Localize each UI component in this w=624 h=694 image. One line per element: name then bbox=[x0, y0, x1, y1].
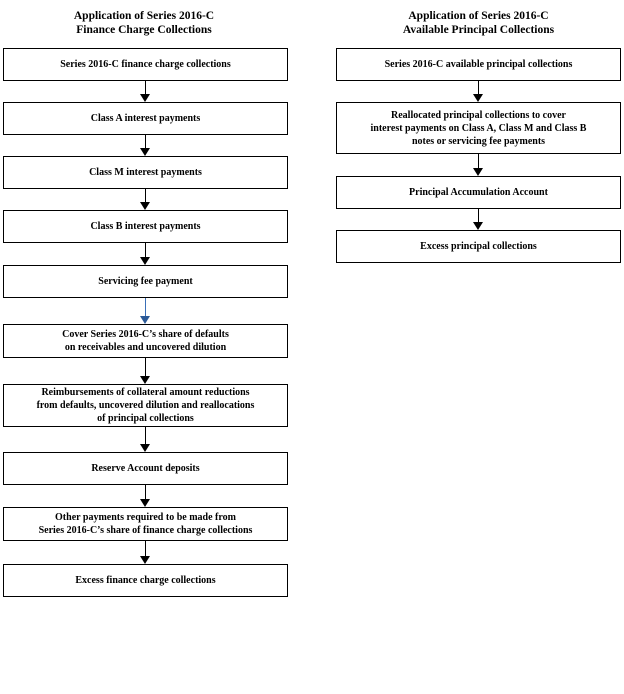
box-principal-accumulation-account: Principal Accumulation Account bbox=[336, 176, 621, 209]
box-finance-charge-collections: Series 2016-C finance charge collections bbox=[3, 48, 288, 81]
box-text: notes or servicing fee payments bbox=[411, 135, 546, 147]
box-text: Reimbursements of collateral amount redu… bbox=[41, 387, 250, 398]
right-flow-title: Application of Series 2016-C Available P… bbox=[336, 9, 621, 37]
box-excess-finance-charge: Excess finance charge collections bbox=[3, 564, 288, 597]
flow-arrow bbox=[473, 154, 483, 176]
box-text: Series 2016-C’s share of finance charge … bbox=[38, 525, 253, 536]
flow-arrow bbox=[140, 541, 150, 564]
box-text: Series 2016-C finance charge collections bbox=[60, 59, 231, 70]
flow-arrow bbox=[140, 427, 150, 452]
left-title-line: Application of Series 2016-C bbox=[73, 10, 215, 22]
box-text: on receivables and uncovered dilution bbox=[64, 342, 227, 353]
box-servicing-fee: Servicing fee payment bbox=[3, 265, 288, 298]
box-text: Cover Series 2016-C’s share of defaults bbox=[62, 329, 229, 340]
box-class-a-interest: Class A interest payments bbox=[3, 102, 288, 135]
box-text: Reserve Account deposits bbox=[91, 463, 200, 474]
box-available-principal-collections: Series 2016-C available principal collec… bbox=[336, 48, 621, 81]
flow-arrow bbox=[140, 81, 150, 102]
flow-arrow bbox=[140, 189, 150, 210]
box-class-m-interest: Class M interest payments bbox=[3, 156, 288, 189]
box-excess-principal-collections: Excess principal collections bbox=[336, 230, 621, 263]
box-text: Class A interest payments bbox=[90, 113, 201, 124]
box-reserve-account: Reserve Account deposits bbox=[3, 452, 288, 485]
box-text: Servicing fee payment bbox=[98, 276, 193, 287]
box-text: Other payments required to be made from bbox=[55, 512, 236, 523]
flow-arrow-highlighted bbox=[140, 298, 150, 324]
box-text: from defaults, uncovered dilution and re… bbox=[36, 400, 255, 411]
right-title-line: Application of Series 2016-C bbox=[408, 10, 549, 22]
left-title-line: Finance Charge Collections bbox=[76, 24, 212, 36]
box-other-payments: Other payments required to be made from … bbox=[3, 507, 288, 541]
box-text: Class M interest payments bbox=[89, 167, 202, 178]
flow-arrow bbox=[140, 243, 150, 265]
box-text: Excess finance charge collections bbox=[75, 575, 216, 586]
box-text: Excess principal collections bbox=[420, 241, 537, 252]
box-text: of principal collections bbox=[97, 413, 194, 424]
box-text: Series 2016-C available principal collec… bbox=[384, 59, 573, 70]
box-reallocated-principal: Reallocated principal collections to cov… bbox=[336, 102, 621, 154]
flow-arrow bbox=[473, 209, 483, 230]
flow-arrow bbox=[140, 358, 150, 384]
box-cover-defaults: Cover Series 2016-C’s share of defaults … bbox=[3, 324, 288, 358]
flow-arrow bbox=[473, 81, 483, 102]
flow-arrow bbox=[140, 135, 150, 156]
box-text: Reallocated principal collections to cov… bbox=[391, 109, 566, 121]
box-text: interest payments on Class A, Class M an… bbox=[370, 122, 587, 134]
box-class-b-interest: Class B interest payments bbox=[3, 210, 288, 243]
box-reimbursements: Reimbursements of collateral amount redu… bbox=[3, 384, 288, 427]
flow-arrow bbox=[140, 485, 150, 507]
right-title-line: Available Principal Collections bbox=[402, 24, 555, 36]
box-text: Principal Accumulation Account bbox=[409, 187, 548, 198]
box-text: Class B interest payments bbox=[90, 221, 201, 232]
left-flow-title: Application of Series 2016-C Finance Cha… bbox=[0, 9, 288, 37]
